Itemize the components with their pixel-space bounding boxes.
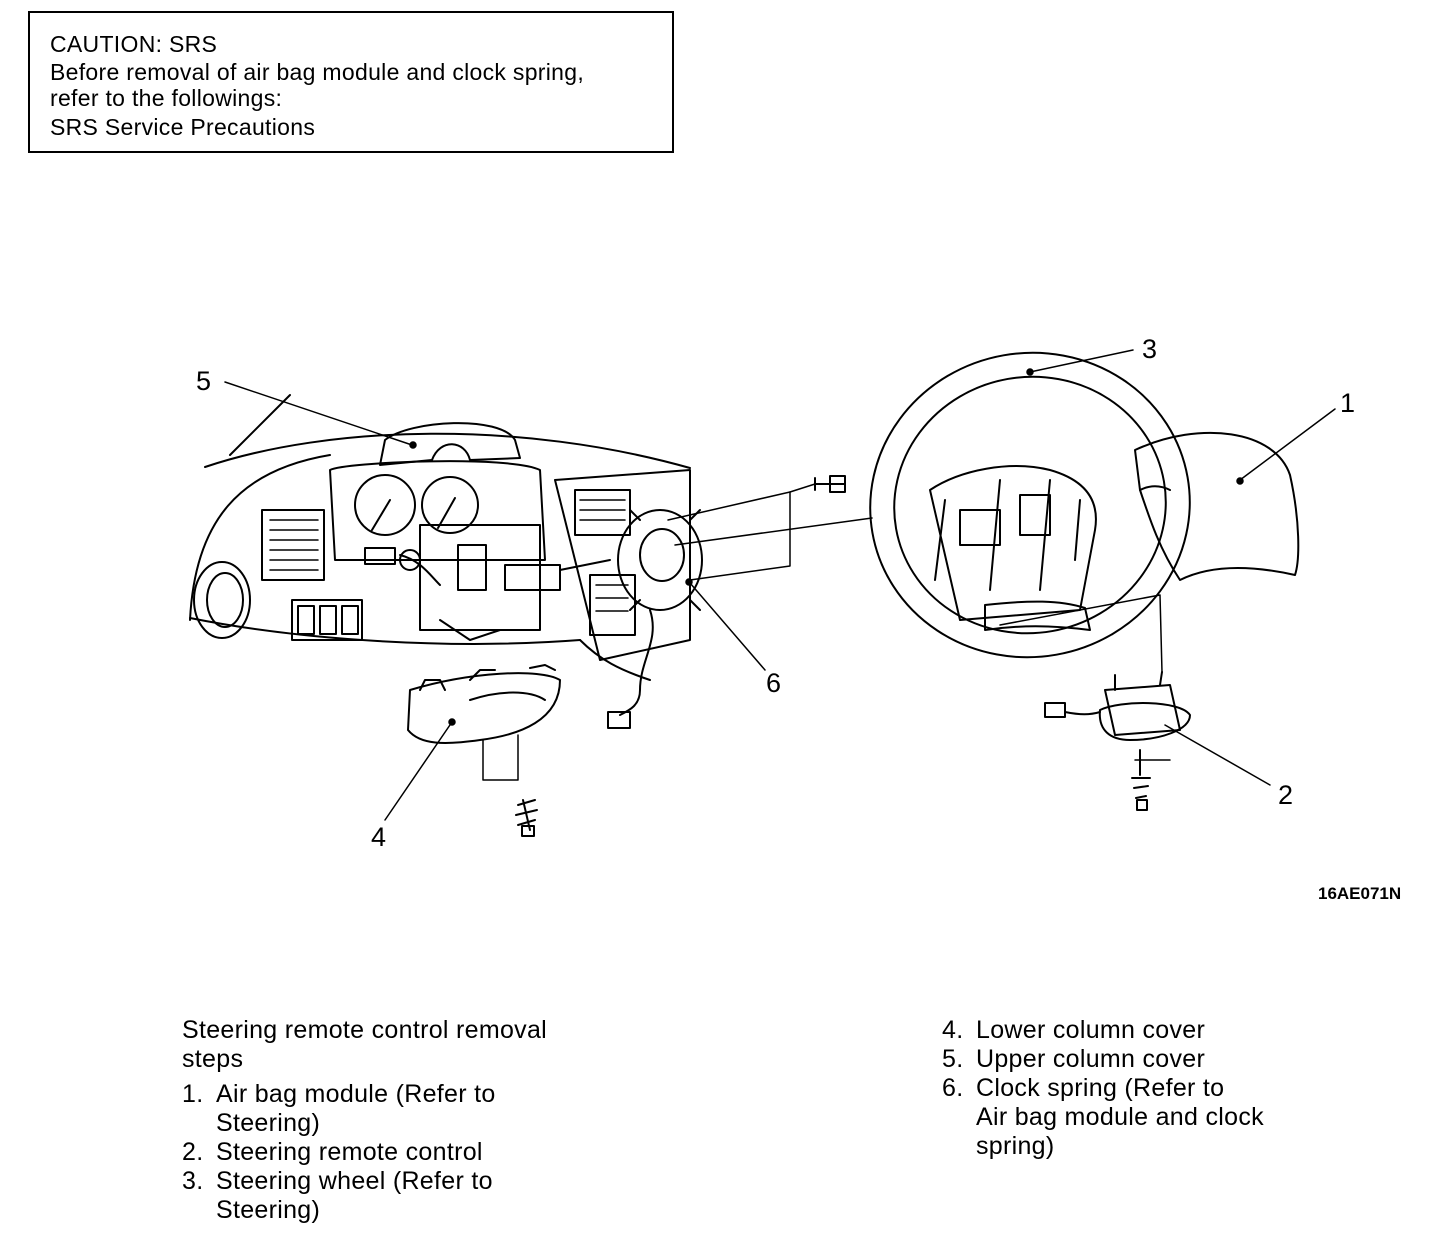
caution-line: Before removal of air bag module and clo… [50, 59, 585, 85]
callout-2: 2 [1278, 780, 1294, 810]
callout-6: 6 [766, 668, 782, 698]
figure-id: 16AE071N [1318, 884, 1402, 903]
caution-reference: SRS Service Precautions [50, 114, 316, 140]
caution-box: CAUTION: SRS Before removal of air bag m… [28, 11, 674, 153]
callout-5: 5 [196, 366, 212, 396]
callout-1: 1 [1340, 388, 1356, 418]
clock-spring [607, 475, 873, 729]
procedure-left-column: Steering remote control removal steps 1.… [182, 1016, 547, 1225]
caution-title: CAUTION: SRS [50, 31, 218, 57]
step-4: 4. Lower column cover [942, 1016, 1206, 1044]
leader-lines [224, 349, 1336, 821]
procedure-title: Steering remote control removal steps [182, 1016, 548, 1073]
callout-4: 4 [371, 822, 387, 852]
procedure-right-column: 4. Lower column cover 5. Upper column co… [942, 1016, 1264, 1161]
step-2: 2. Steering remote control [182, 1138, 483, 1166]
callout-3: 3 [1142, 334, 1158, 364]
steering-remote-control [999, 594, 1191, 811]
caution-line: refer to the followings: [50, 85, 283, 111]
step-5: 5. Upper column cover [942, 1045, 1206, 1073]
lower-column-cover [407, 664, 561, 837]
dashboard [189, 394, 691, 681]
steering-wheel [869, 351, 1191, 659]
air-bag-module [1134, 431, 1300, 581]
